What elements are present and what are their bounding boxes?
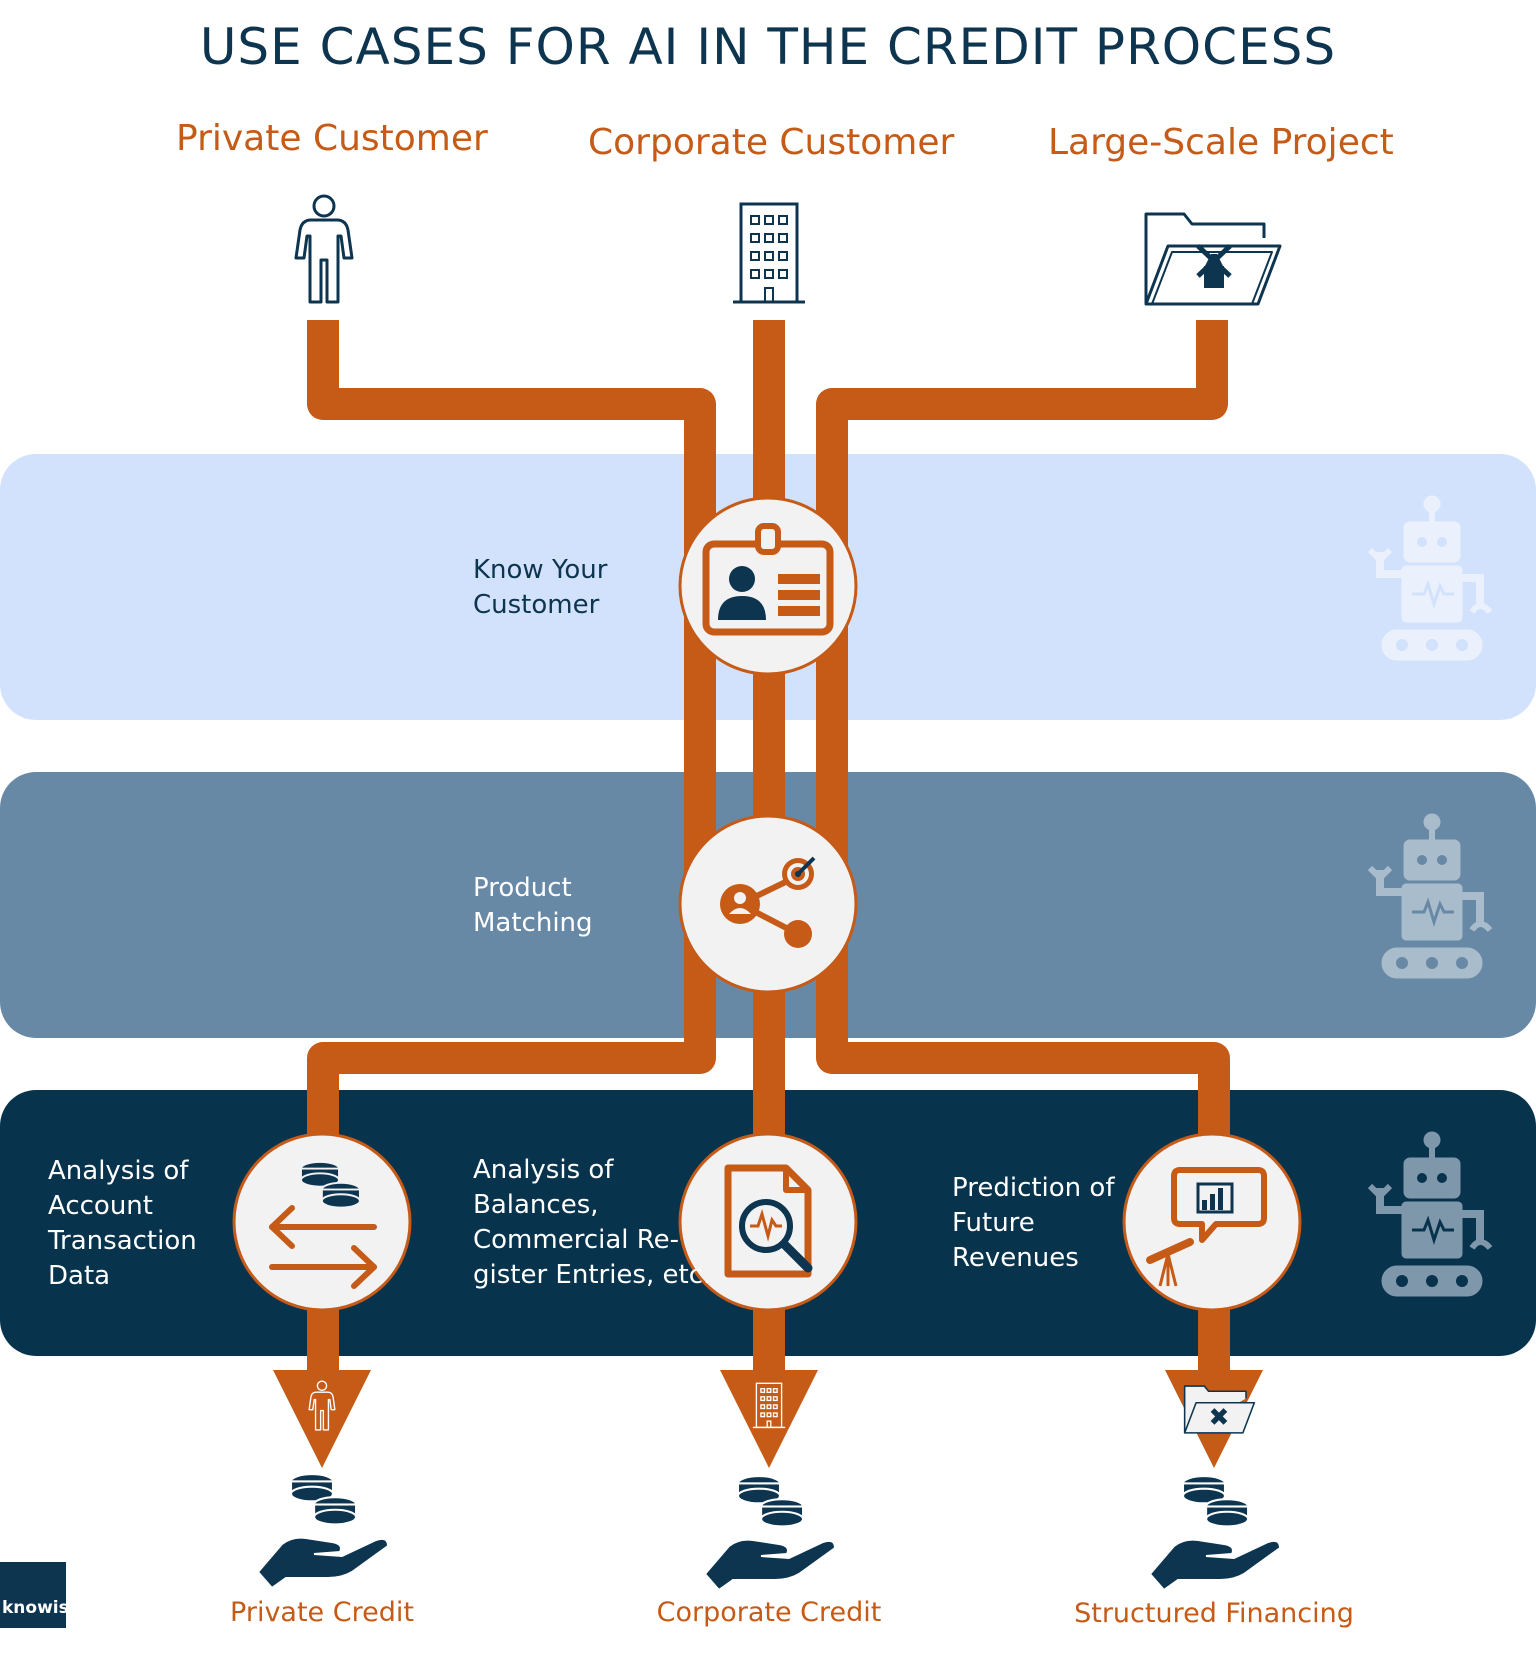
arrow-head <box>273 1370 371 1468</box>
account-analysis-label: Analysis of Account Transaction Data <box>48 1156 197 1291</box>
svg-text:✖: ✖ <box>1208 1403 1229 1432</box>
project-flow-path <box>816 320 1230 1375</box>
document-search-icon <box>724 1164 813 1278</box>
arrow-heads <box>273 1370 1263 1468</box>
destination-icons <box>258 1474 1280 1590</box>
source-label-corporate: Corporate Customer <box>588 122 955 163</box>
hand-coins-icon <box>258 1474 388 1588</box>
coin-exchange-icon <box>269 1160 377 1289</box>
kyc-label: Know Your Customer <box>473 555 608 620</box>
source-label-private: Private Customer <box>176 118 488 159</box>
revenue-prediction-circle <box>1122 1132 1302 1312</box>
hand-coins-icon <box>705 1476 835 1590</box>
page-title: USE CASES FOR AI IN THE CREDIT PROCESS <box>199 18 1337 76</box>
project-folder-icon: ✖ <box>1183 1385 1256 1434</box>
revenue-prediction-label: Prediction of Future Revenues <box>952 1173 1115 1273</box>
id-card-icon <box>702 523 834 636</box>
destination-label-corporate: Corporate Credit <box>656 1597 882 1628</box>
project-folder-icon <box>1144 212 1282 306</box>
source-label-project: Large-Scale Project <box>1048 122 1394 163</box>
knowis-logo-text: knowis <box>2 1598 69 1618</box>
product-matching-circle <box>678 814 858 994</box>
chart-telescope-icon <box>1146 1167 1267 1287</box>
building-icon <box>752 1382 786 1429</box>
destination-label-private: Private Credit <box>230 1597 414 1628</box>
target-match-icon <box>720 856 816 948</box>
hand-coins-icon <box>1150 1476 1280 1590</box>
arrow-head <box>720 1370 818 1468</box>
arrow-icons: ✖ <box>308 1380 1256 1434</box>
source-icons <box>294 194 1282 306</box>
building-icon <box>731 202 807 304</box>
account-analysis-circle <box>232 1132 412 1312</box>
product-matching-label: Product Matching <box>473 873 593 938</box>
private-flow-path <box>307 320 716 1375</box>
destination-label-structured: Structured Financing <box>1074 1598 1354 1629</box>
knowis-logo-mark <box>0 1562 66 1628</box>
person-icon <box>294 194 354 304</box>
balances-analysis-label: Analysis of Balances, Commercial Re- gis… <box>473 1155 712 1290</box>
